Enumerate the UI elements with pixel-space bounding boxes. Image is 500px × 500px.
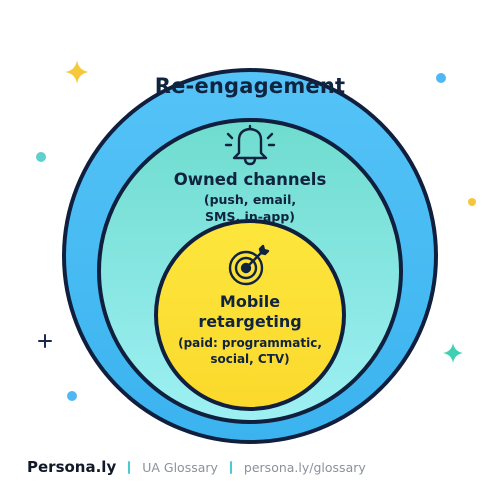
owned-channels-subtitle: (push, email, SMS, in-app) bbox=[150, 191, 350, 225]
owned-channels-subtitle-line: SMS, in-app) bbox=[205, 209, 295, 224]
mobile-retargeting-title-line: Mobile bbox=[219, 292, 281, 311]
footer: Persona.ly UA Glossary persona.ly/glossa… bbox=[27, 456, 487, 478]
mobile-retargeting-subtitle: (paid: programmatic, social, CTV) bbox=[160, 335, 340, 367]
owned-channels-title: Owned channels bbox=[173, 170, 327, 189]
reengagement-title: Re-engagement bbox=[154, 74, 346, 98]
sparkle-icon bbox=[443, 343, 463, 363]
mobile-retargeting-title-line: retargeting bbox=[198, 312, 302, 331]
dot-icon bbox=[436, 73, 446, 83]
mobile-retargeting-subtitle-line: (paid: programmatic, bbox=[178, 336, 322, 350]
dot-icon bbox=[36, 152, 46, 162]
dot-icon bbox=[67, 391, 77, 401]
mobile-retargeting-title: Mobile retargeting bbox=[160, 292, 340, 332]
footer-section-label: UA Glossary bbox=[142, 459, 218, 475]
dot-icon bbox=[468, 198, 476, 206]
inner-circle bbox=[154, 219, 346, 411]
brand-logo[interactable]: Persona.ly bbox=[27, 458, 117, 476]
owned-channels-subtitle-line: (push, email, bbox=[203, 192, 297, 207]
sparkle-icon bbox=[65, 60, 89, 84]
footer-link[interactable]: persona.ly/glossary bbox=[243, 459, 366, 475]
plus-icon bbox=[38, 334, 52, 348]
footer-divider bbox=[128, 460, 131, 474]
target-icon bbox=[228, 244, 270, 286]
mobile-retargeting-subtitle-line: social, CTV) bbox=[210, 352, 290, 366]
bell-icon bbox=[224, 124, 276, 166]
footer-divider bbox=[229, 460, 232, 474]
